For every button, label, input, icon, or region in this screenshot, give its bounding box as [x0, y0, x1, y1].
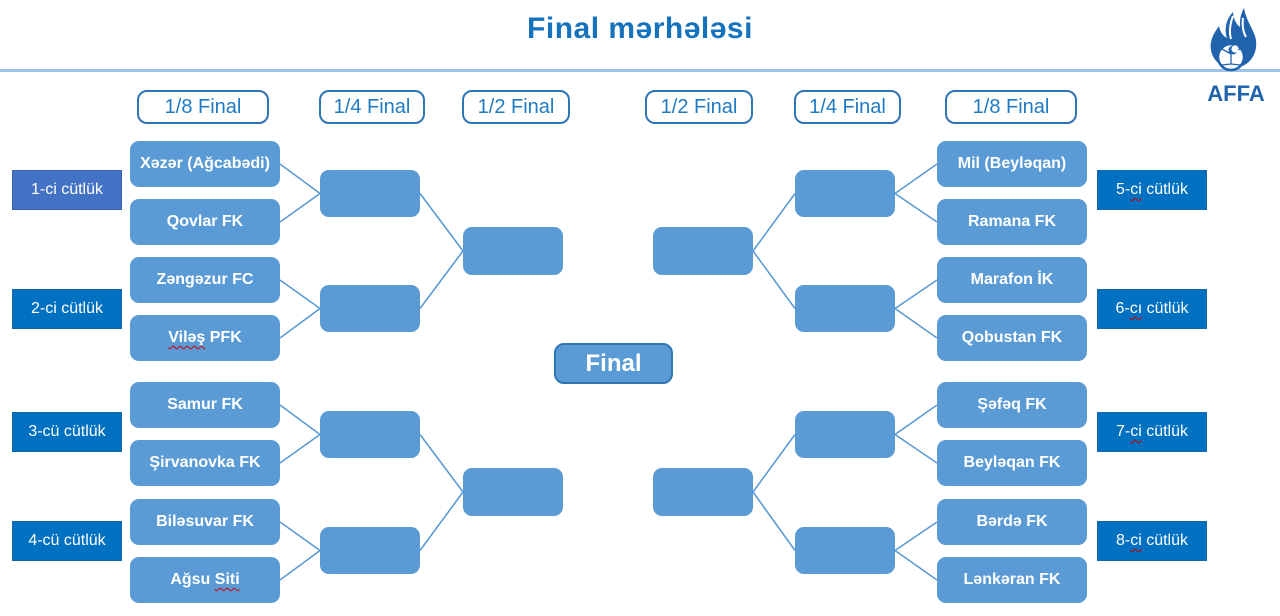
round-header-label: 1/2 Final: [477, 95, 555, 118]
round-header-label: 1/8 Final: [164, 95, 242, 118]
quarterfinal-slot-left-2: [320, 285, 420, 332]
semifinal-slot-left-top: [463, 227, 563, 275]
quarterfinal-slot-left-1: [320, 170, 420, 217]
round-header-label: 1/2 Final: [660, 95, 738, 118]
round-header-left-1-8: 1/8 Final: [137, 90, 269, 124]
team-name: Qovlar FK: [166, 213, 244, 230]
team-box-ramana-fk: Ramana FK: [937, 199, 1087, 245]
round-header-right-1-8: 1/8 Final: [945, 90, 1077, 124]
pair-label-2: 2-ci cütlük: [12, 289, 122, 329]
pair-label-text: 4-cü cütlük: [28, 532, 106, 549]
pair-label-text: 2-ci cütlük: [30, 300, 104, 317]
team-name: Ağsu: [170, 571, 215, 588]
pair-label-text: 6-: [1115, 300, 1130, 317]
team-name-misspelled: Viləş: [168, 329, 206, 346]
team-name: Lənkəran FK: [963, 571, 1061, 588]
pair-label-text: 5-: [1115, 181, 1131, 198]
team-name: Şirvanovka FK: [149, 454, 261, 471]
team-name: PFK: [205, 329, 242, 346]
team-box-sirvanovka-fk: Şirvanovka FK: [130, 440, 280, 486]
team-box-bilesuvar-fk: Biləsuvar FK: [130, 499, 280, 545]
team-name: Qobustan FK: [961, 329, 1063, 346]
pair-label-text: cütlük: [1141, 532, 1189, 549]
team-name: Marafon İK: [970, 271, 1054, 288]
team-box-xezer-agcabedi: Xəzər (Ağcabədi): [130, 141, 280, 187]
team-box-qobustan-fk: Qobustan FK: [937, 315, 1087, 361]
affa-flame-ball-icon: AFFA: [1207, 8, 1265, 106]
pair-label-misspelled: cı: [1129, 300, 1143, 317]
pair-label-text: cütlük: [1142, 300, 1189, 317]
pair-label-1: 1-ci cütlük: [12, 170, 122, 210]
semifinal-slot-right-bottom: [653, 468, 753, 516]
team-name: Xəzər (Ağcabədi): [140, 155, 270, 172]
team-name-misspelled: Siti: [214, 571, 240, 588]
team-box-berde-fk: Bərdə FK: [937, 499, 1087, 545]
quarterfinal-slot-right-1: [795, 170, 895, 217]
pair-label-text: 3-cü cütlük: [28, 423, 106, 440]
pair-label-text: 8-: [1115, 532, 1131, 549]
team-box-viles-pfk: Viləş PFK: [130, 315, 280, 361]
team-box-zengezur-fc: Zəngəzur FC: [130, 257, 280, 303]
round-header-label: 1/4 Final: [809, 95, 886, 118]
quarterfinal-slot-left-3: [320, 411, 420, 458]
quarterfinal-slot-right-3: [795, 411, 895, 458]
team-box-lenkeran-fk: Lənkəran FK: [937, 557, 1087, 603]
quarterfinal-slot-left-4: [320, 527, 420, 574]
affa-logo: AFFA: [1200, 6, 1272, 106]
team-box-marafon-ik: Marafon İK: [937, 257, 1087, 303]
quarterfinal-slot-right-2: [795, 285, 895, 332]
pair-label-misspelled: ci: [1130, 532, 1142, 549]
final-label: Final: [585, 349, 642, 377]
pair-label-text: cütlük: [1141, 181, 1189, 198]
team-box-beyleqan-fk: Beyləqan FK: [937, 440, 1087, 486]
pair-label-7: 7-ci cütlük: [1097, 412, 1207, 452]
pair-label-text: 1-ci cütlük: [30, 181, 104, 198]
team-name: Bərdə FK: [976, 513, 1048, 530]
team-box-samur-fk: Samur FK: [130, 382, 280, 428]
pair-label-text: 7-: [1115, 423, 1131, 440]
page-title: Final mərhələsi: [527, 12, 753, 45]
quarterfinal-slot-right-4: [795, 527, 895, 574]
pair-label-6: 6-cı cütlük: [1097, 289, 1207, 329]
round-header-right-1-2: 1/2 Final: [645, 90, 753, 124]
pair-label-8: 8-ci cütlük: [1097, 521, 1207, 561]
pair-label-text: cütlük: [1141, 423, 1189, 440]
pair-label-misspelled: ci: [1130, 423, 1142, 440]
pair-label-3: 3-cü cütlük: [12, 412, 122, 452]
final-box: Final: [554, 343, 673, 384]
team-box-sefeq-fk: Şəfəq FK: [937, 382, 1087, 428]
pair-label-misspelled: ci: [1130, 181, 1142, 198]
pair-label-5: 5-ci cütlük: [1097, 170, 1207, 210]
team-box-qovlar-fk: Qovlar FK: [130, 199, 280, 245]
round-header-left-1-2: 1/2 Final: [462, 90, 570, 124]
team-box-mil-beyleqan: Mil (Beyləqan): [937, 141, 1087, 187]
team-name: Şəfəq FK: [977, 396, 1047, 413]
title-divider: [0, 69, 1280, 72]
round-header-label: 1/8 Final: [972, 95, 1050, 118]
pair-label-4: 4-cü cütlük: [12, 521, 122, 561]
team-name: Samur FK: [167, 396, 243, 413]
affa-logo-text: AFFA: [1207, 81, 1265, 106]
round-header-right-1-4: 1/4 Final: [794, 90, 901, 124]
semifinal-slot-left-bottom: [463, 468, 563, 516]
round-header-left-1-4: 1/4 Final: [319, 90, 425, 124]
team-name: Ramana FK: [967, 213, 1057, 230]
team-name: Mil (Beyləqan): [957, 155, 1067, 172]
team-name: Zəngəzur FC: [156, 271, 254, 288]
round-header-label: 1/4 Final: [333, 95, 411, 118]
semifinal-slot-right-top: [653, 227, 753, 275]
team-name: Biləsuvar FK: [156, 513, 254, 530]
team-box-agsu-siti: Ağsu Siti: [130, 557, 280, 603]
team-name: Beyləqan FK: [963, 454, 1061, 471]
